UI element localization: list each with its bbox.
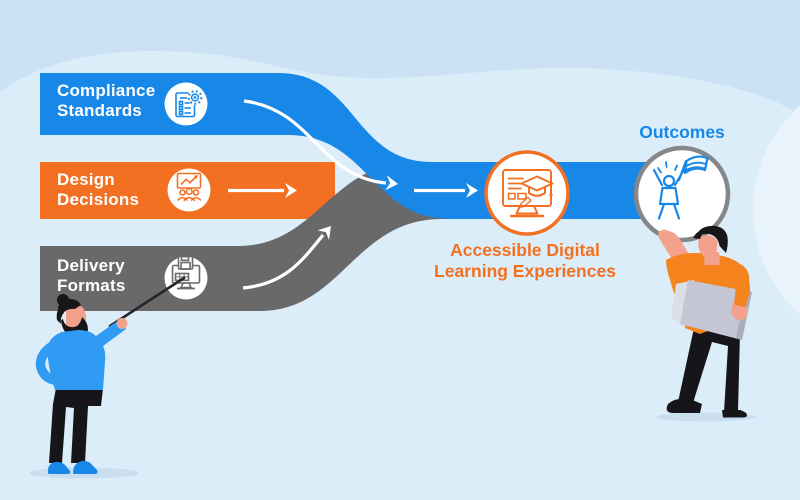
presenter-left-illustration [29, 294, 139, 479]
presenter-right-illustration [656, 225, 756, 422]
band-label-delivery: Delivery Formats [57, 256, 126, 295]
flow-arrow-delivery [317, 226, 331, 241]
pointer-stick [108, 276, 186, 328]
flow-arrow-compliance [385, 175, 398, 191]
hand [116, 318, 128, 329]
background-blob [753, 105, 800, 315]
celebrating-person-flag-icon [633, 145, 731, 243]
flow-arrow-design [285, 183, 297, 198]
certified-checklist-icon [164, 82, 208, 126]
elearning-monitor-icon [484, 150, 570, 236]
flow-arrow-merged [466, 183, 478, 198]
team-analytics-icon [167, 168, 211, 212]
device-formats-icon [164, 255, 208, 300]
outcomes-label: Outcomes [639, 122, 725, 142]
merge-caption: Accessible Digital Learning Experiences [434, 240, 616, 281]
band-label-design: Design Decisions [57, 170, 140, 209]
band-label-compliance: Compliance Standards [57, 81, 156, 120]
